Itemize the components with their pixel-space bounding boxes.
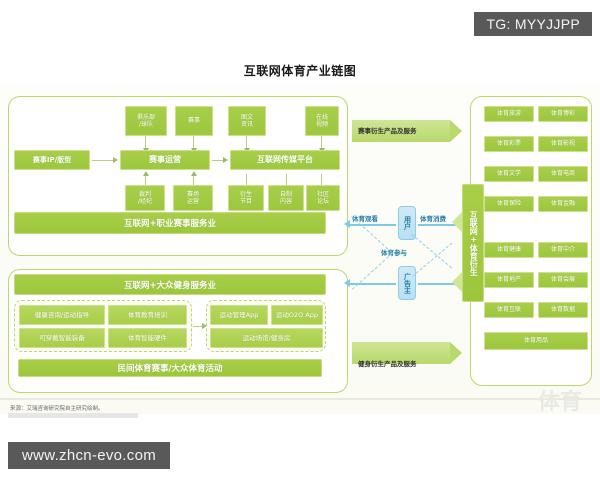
banner-bottom-label: 健身衍生产品及服务	[358, 360, 417, 368]
chip-sports-lottery[interactable]: 体育彩票	[484, 136, 534, 152]
label-sports-consumption: 体育消费	[420, 215, 446, 223]
ghost-watermark: 体育	[537, 390, 582, 415]
page-title: 互联网体育产业链图	[243, 64, 357, 78]
spine-internet-sports-derivatives[interactable]: 互联网+体育衍生	[462, 184, 484, 302]
chip-wearable-devices[interactable]: 可穿戴智能装备	[19, 328, 105, 348]
chip-sports-finance[interactable]: 体育金融	[538, 196, 588, 212]
arrow-user-to-right	[418, 224, 458, 226]
chip-sports-internet[interactable]: 体育互联	[484, 302, 534, 318]
chip-derivative-program[interactable]: 衍生节目	[228, 185, 264, 211]
hub-advertiser[interactable]: 广告主	[398, 266, 416, 300]
chip-sports-goods[interactable]: 体育用品	[484, 332, 588, 350]
bar-internet-mass-fitness-service[interactable]: 互联网+大众健身服务业	[14, 274, 326, 295]
chip-sports-education[interactable]: 体育教育培训	[108, 305, 187, 325]
dashed-adv-upper-right	[412, 242, 453, 277]
dashed-user-lower-right	[411, 234, 452, 269]
chip-sports-lottery-betting[interactable]: 体育博彩	[538, 106, 588, 122]
connector-event-down	[193, 136, 194, 150]
label-sports-watching: 体育观看	[352, 215, 378, 223]
connector-referee-up	[145, 174, 146, 186]
chip-gym-venue[interactable]: 运动场馆/健身房	[210, 328, 323, 348]
site-watermark: www.zhcn-evo.com	[8, 442, 171, 469]
chip-sports-tourism[interactable]: 体育旅游	[484, 106, 534, 122]
chip-smart-hardware[interactable]: 体育智能硬件	[108, 328, 187, 348]
label-sports-participation: 体育参与	[381, 249, 407, 257]
chip-event[interactable]: 赛事	[175, 106, 213, 136]
arrowhead-ops-to-media	[223, 157, 228, 163]
bar-internet-pro-event-service[interactable]: 互联网+职业赛事服务业	[14, 212, 326, 234]
chip-online-video[interactable]: 在线视频	[305, 106, 339, 136]
chip-sports-realestate[interactable]: 体育地产	[484, 272, 534, 288]
arrowhead-venue-up	[190, 171, 197, 176]
banner-bottom-body	[352, 342, 450, 364]
arrowhead-referee-up	[142, 171, 149, 176]
connector-derivative-up	[246, 174, 247, 186]
chip-sports-insurance[interactable]: 体育保险	[484, 196, 534, 212]
arrowhead-user-left	[344, 220, 350, 228]
banner-top-label: 赛事衍生产品及服务	[358, 127, 417, 135]
chip-sports-exhibition[interactable]: 体育会展	[538, 272, 588, 288]
chip-referee-agent[interactable]: 裁判/经纪	[125, 185, 165, 211]
chip-sports-agency[interactable]: 体育中介	[538, 242, 588, 258]
arrowhead-fitness-groups	[202, 323, 207, 329]
chip-community-forum[interactable]: 社区论坛	[306, 185, 340, 211]
footer-divider	[0, 398, 600, 400]
chip-venue-operations[interactable]: 赛场运营	[173, 185, 213, 211]
connector-news-down	[246, 136, 247, 150]
chip-club-team[interactable]: 俱乐部/球队	[125, 106, 167, 136]
banner-fitness-derivatives	[352, 342, 462, 364]
banner-top-head	[450, 120, 462, 142]
diagram-canvas: 体育 俱乐部/球队 赛事 图文资讯 在线视频 赛事IP/版型 赛事运营 互联网传…	[0, 84, 600, 415]
chip-event-ip[interactable]: 赛事IP/版型	[14, 150, 90, 170]
banner-event-derivatives	[352, 120, 462, 142]
chip-sports-health[interactable]: 体育健康	[484, 242, 534, 258]
connector-ip-to-ops	[92, 160, 114, 161]
connector-venue-up	[193, 174, 194, 186]
telegram-watermark: TG: MYYJJPP	[474, 12, 592, 36]
chip-sports-app[interactable]: 运动管理App	[210, 305, 268, 325]
chip-sports-literature[interactable]: 体育文学	[484, 166, 534, 182]
arrow-user-to-left	[350, 224, 396, 226]
chip-event-operations[interactable]: 赛事运营	[120, 150, 210, 170]
connector-selfmade-up	[286, 174, 287, 186]
chip-sports-film[interactable]: 体育影视	[538, 136, 588, 152]
chip-internet-media-platform[interactable]: 互联网传媒平台	[230, 150, 340, 170]
arrow-adv-to-right	[418, 283, 458, 285]
hub-user[interactable]: 用户	[398, 206, 416, 240]
chevron-into-spine-top	[452, 212, 462, 232]
chip-sports-data[interactable]: 体育数据	[538, 302, 588, 318]
chip-self-made-content[interactable]: 自制内容	[268, 185, 304, 211]
banner-bottom-head	[450, 342, 462, 364]
chevron-into-spine-bottom	[452, 272, 462, 292]
connector-club-down	[145, 136, 146, 150]
chip-sports-ecommerce[interactable]: 体育电商	[538, 166, 588, 182]
bar-folk-sports-events[interactable]: 民间体育赛事/大众体育活动	[18, 359, 322, 377]
connector-ops-to-media	[212, 160, 224, 161]
banner-top-body	[352, 120, 450, 142]
source-note: 来源：艾瑞咨询研究院自主研究绘制。	[10, 406, 104, 412]
arrowhead-ip-to-ops	[113, 157, 118, 163]
connector-fitness-groups	[193, 326, 203, 327]
chip-graphic-news[interactable]: 图文资讯	[228, 106, 266, 136]
source-redaction-bar	[8, 413, 138, 418]
arrowhead-adv-left	[344, 279, 350, 287]
connector-forum-up	[321, 174, 322, 186]
connector-video-down	[321, 136, 322, 150]
chip-health-consulting[interactable]: 健康咨询/运动指导	[19, 305, 105, 325]
chip-o2o-app[interactable]: 运动O2O App	[271, 305, 323, 325]
arrow-adv-to-left	[350, 283, 396, 285]
